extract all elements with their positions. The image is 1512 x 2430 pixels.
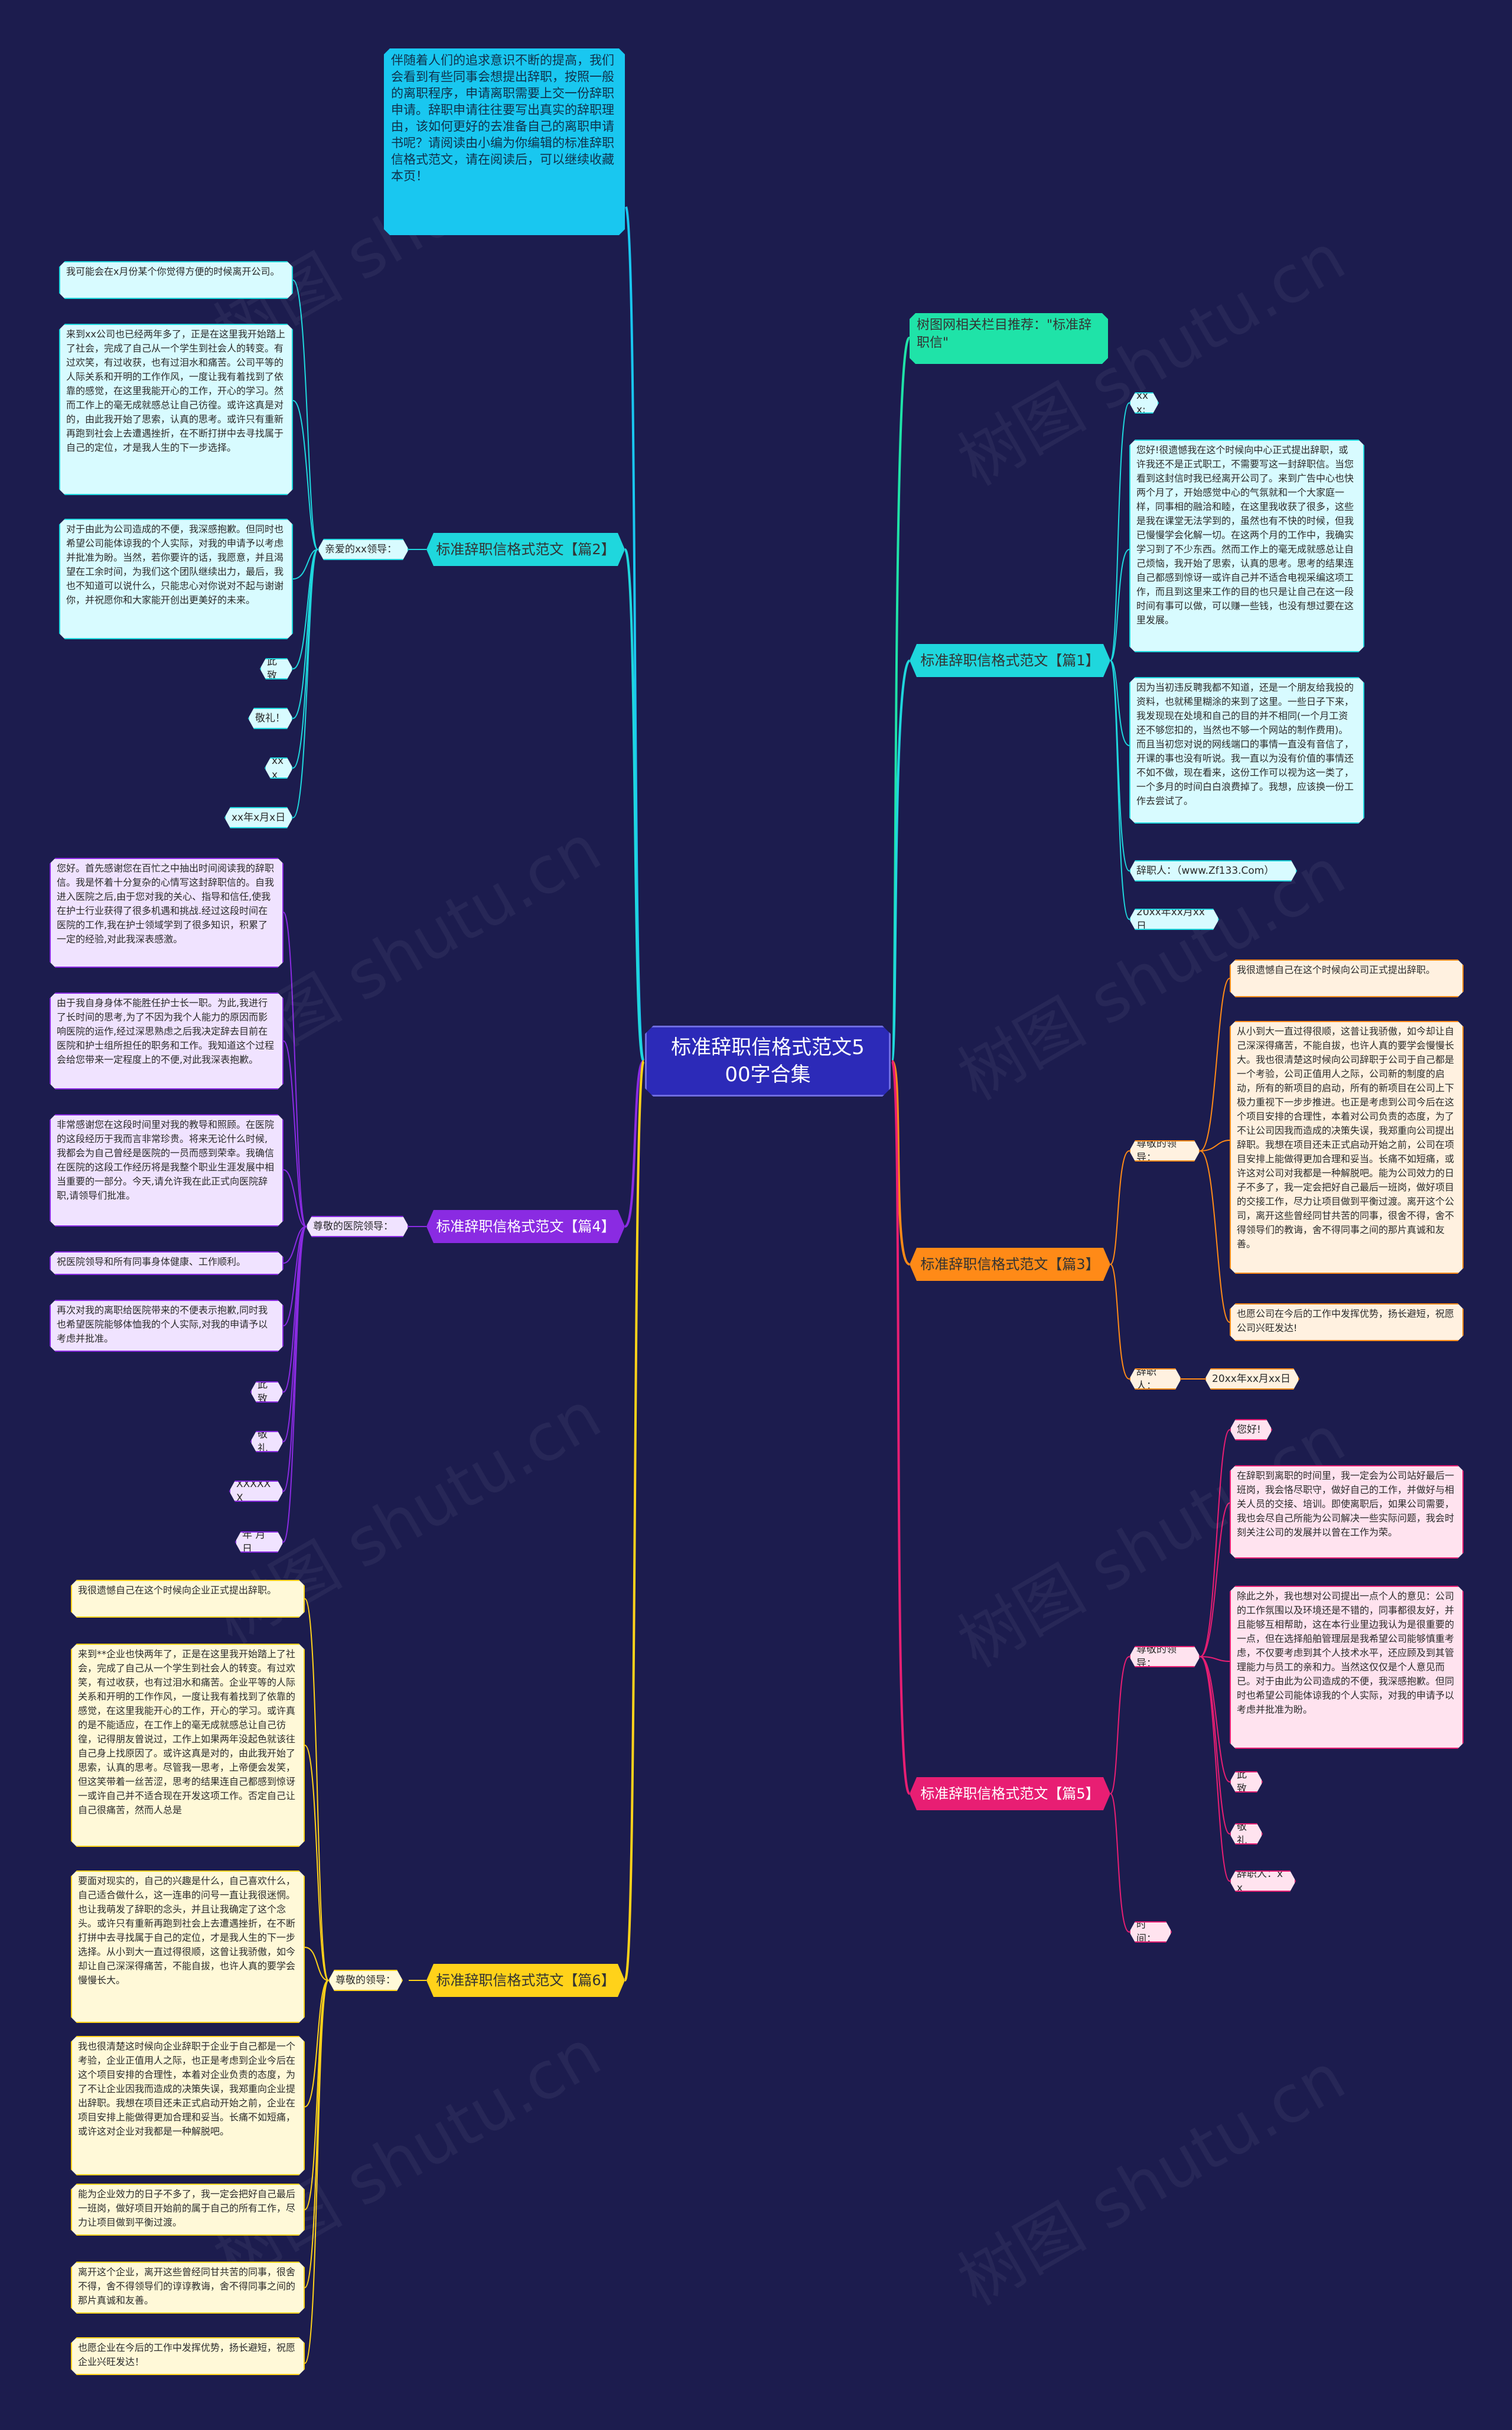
branch-part1[interactable]: 标准辞职信格式范文【篇1】 xyxy=(910,644,1110,677)
branch-part2[interactable]: 标准辞职信格式范文【篇2】 xyxy=(426,533,625,566)
p3-greeting[interactable]: 尊敬的领导： xyxy=(1129,1140,1200,1162)
p5-hello[interactable]: 您好! xyxy=(1230,1419,1272,1440)
p4-date[interactable]: 年 月 日 xyxy=(235,1531,284,1553)
branch-part5[interactable]: 标准辞职信格式范文【篇5】 xyxy=(910,1777,1110,1810)
p4-paragraph[interactable]: 由于我自身身体不能胜任护士长一职。为此,我进行了长时间的思考,为了不因为我个人能… xyxy=(50,993,284,1089)
intro-node[interactable]: 伴随着人们的追求意识不断的提高，我们会看到有些同事会想提出辞职，按照一般的离职程… xyxy=(384,48,625,235)
p3-signer[interactable]: 辞职人： xyxy=(1129,1368,1181,1390)
p4-signer[interactable]: XXXXXX xyxy=(229,1481,284,1502)
p4-closing[interactable]: 此致 xyxy=(250,1381,284,1403)
p6-paragraph[interactable]: 来到**企业也快两年了，正是在这里我开始踏上了社会，完成了自己从一个学生到社会人… xyxy=(71,1644,305,1847)
p5-paragraph[interactable]: 在辞职到离职的时间里，我一定会为公司站好最后一班岗，我会恪尽职守，做好自己的工作… xyxy=(1230,1465,1464,1559)
p3-paragraph[interactable]: 从小到大一直过得很顺，这普让我骄傲，如今却让自己深深得痛苦，不能自拔，也许人真的… xyxy=(1230,1021,1464,1274)
p3-paragraph[interactable]: 也愿公司在今后的工作中发挥优势，扬长避短，祝愿公司兴旺发达! xyxy=(1230,1303,1464,1341)
p6-paragraph[interactable]: 离开这个企业，离开这些曾经同甘共苦的同事，很舍不得，舍不得领导们的谆谆教诲，舍不… xyxy=(71,2262,305,2314)
p5-greeting[interactable]: 尊敬的领导： xyxy=(1129,1646,1200,1667)
p2-paragraph[interactable]: 对于由此为公司造成的不便，我深感抱歉。但同时也希望公司能体谅我的个人实际，对我的… xyxy=(59,519,293,639)
p4-paragraph[interactable]: 再次对我的离职给医院带来的不便表示抱歉,同时我也希望医院能够体恤我的个人实际,对… xyxy=(50,1300,284,1352)
p4-greeting[interactable]: 尊敬的医院领导： xyxy=(306,1216,409,1237)
branch-part6[interactable]: 标准辞职信格式范文【篇6】 xyxy=(426,1964,625,1997)
p5-signer[interactable]: 辞职人：xx xyxy=(1230,1871,1296,1892)
p6-paragraph[interactable]: 能为企业效力的日子不多了，我一定会把好自己最后一班岗，做好项目开始前的属于自己的… xyxy=(71,2184,305,2236)
p5-date[interactable]: 时间： xyxy=(1129,1921,1172,1943)
p6-paragraph[interactable]: 我也很清楚这时候向企业辞职于企业于自己都是一个考验，企业正值用人之际，也正是考虑… xyxy=(71,2036,305,2175)
p2-paragraph[interactable]: 来到xx公司也已经两年多了，正是在这里我开始踏上了社会，完成了自己从一个学生到社… xyxy=(59,324,293,495)
p2-paragraph[interactable]: 我可能会在x月份某个你觉得方便的时候离开公司。 xyxy=(59,261,293,299)
p5-closing[interactable]: 此致 xyxy=(1230,1771,1263,1793)
p2-closing[interactable]: 敬礼！ xyxy=(248,708,293,729)
p5-closing[interactable]: 敬礼 xyxy=(1230,1823,1263,1845)
p1-greeting[interactable]: xxx: xyxy=(1129,392,1159,414)
p2-date[interactable]: xx年x月x日 xyxy=(224,807,293,828)
p4-paragraph[interactable]: 您好。首先感谢您在百忙之中抽出时间阅读我的辞职信。我是怀着十分复杂的心情写这封辞… xyxy=(50,858,284,968)
p4-closing[interactable]: 敬礼 xyxy=(250,1431,284,1452)
p6-paragraph[interactable]: 要面对现实的，自己的兴趣是什么，自己喜欢什么，自己适合做什么，这一连串的问号一直… xyxy=(71,1871,305,2023)
central-topic[interactable]: 标准辞职信格式范文500字合集 xyxy=(645,1026,891,1097)
branch-part3[interactable]: 标准辞职信格式范文【篇3】 xyxy=(910,1248,1110,1281)
p6-paragraph[interactable]: 我很遗憾自己在这个时候向企业正式提出辞职。 xyxy=(71,1580,305,1618)
p1-paragraph[interactable]: 您好!很遗憾我在这个时候向中心正式提出辞职，或许我还不是正式职工，不需要写这一封… xyxy=(1129,440,1364,652)
p2-greeting[interactable]: 亲爱的xx领导： xyxy=(318,539,409,560)
p2-signer[interactable]: xxx xyxy=(265,757,293,779)
recommend-node[interactable]: 树图网相关栏目推荐："标准辞职信" xyxy=(910,313,1108,364)
p3-paragraph[interactable]: 我很遗憾自己在这个时候向公司正式提出辞职。 xyxy=(1230,959,1464,997)
p2-closing[interactable]: 此致 xyxy=(260,658,293,679)
p1-paragraph[interactable]: 因为当初违反聘我都不知道，还是一个朋友给我投的资料，也就稀里糊涂的来到了这里。一… xyxy=(1129,677,1364,824)
p3-date[interactable]: 20xx年xx月xx日 xyxy=(1205,1368,1299,1390)
p6-greeting[interactable]: 尊敬的领导： xyxy=(328,1970,403,1991)
p4-paragraph[interactable]: 非常感谢您在这段时间里对我的教导和照顾。在医院的这段经历于我而言非常珍贵。将来无… xyxy=(50,1114,284,1227)
p1-date[interactable]: 20xx年xx月xx日 xyxy=(1129,909,1219,930)
branch-part4[interactable]: 标准辞职信格式范文【篇4】 xyxy=(426,1210,625,1243)
p4-paragraph[interactable]: 祝医院领导和所有同事身体健康、工作顺利。 xyxy=(50,1251,284,1275)
p5-paragraph[interactable]: 除此之外，我也想对公司提出一点个人的意见：公司的工作氛围以及环境还是不错的，同事… xyxy=(1230,1586,1464,1749)
p1-signer[interactable]: 辞职人：（www.Zf133.Com） xyxy=(1129,860,1297,881)
p6-paragraph[interactable]: 也愿企业在今后的工作中发挥优势，扬长避短，祝愿企业兴旺发达！ xyxy=(71,2337,305,2375)
